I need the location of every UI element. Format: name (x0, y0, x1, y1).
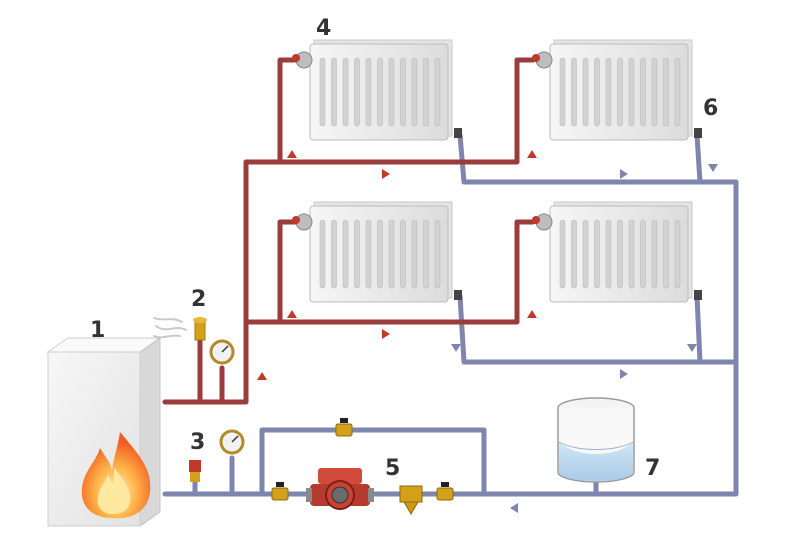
expansion-tank (557, 397, 635, 483)
radiators (292, 39, 702, 303)
valve-icon (694, 128, 702, 138)
label-radiator-valve: 4 (316, 16, 332, 41)
flow-arrows (257, 150, 718, 513)
radiator (532, 39, 702, 141)
flow-arrow-icon (451, 164, 718, 513)
radiator (292, 201, 462, 303)
radiator (292, 39, 462, 141)
label-boiler: 1 (90, 318, 106, 343)
flame-icon (81, 432, 151, 519)
valve-icon (271, 423, 454, 501)
label-expansion-tank: 7 (645, 456, 661, 481)
radiator (532, 201, 702, 303)
supply-pipes (162, 57, 536, 405)
pressure-gauge-icon (209, 339, 235, 365)
label-safety-valve: 3 (190, 430, 206, 455)
pump-icon (306, 468, 374, 510)
valve-icon (454, 290, 462, 300)
pressure-gauge-icon (219, 429, 245, 455)
return-pipes (162, 132, 739, 497)
steam-icon (153, 317, 187, 339)
label-air-vent: 2 (191, 287, 207, 312)
safety-valve (189, 460, 201, 482)
valve-handle (340, 418, 348, 423)
valve-handle (276, 482, 284, 487)
air-vent (153, 317, 207, 341)
valve-icon (694, 290, 702, 300)
boiler (46, 337, 162, 527)
label-pump: 5 (385, 456, 401, 481)
label-bleed-valve: 6 (703, 96, 719, 121)
valve-icon (454, 128, 462, 138)
filter-icon (399, 485, 423, 515)
valve-handle (441, 482, 449, 487)
flow-arrow-icon (257, 150, 537, 380)
